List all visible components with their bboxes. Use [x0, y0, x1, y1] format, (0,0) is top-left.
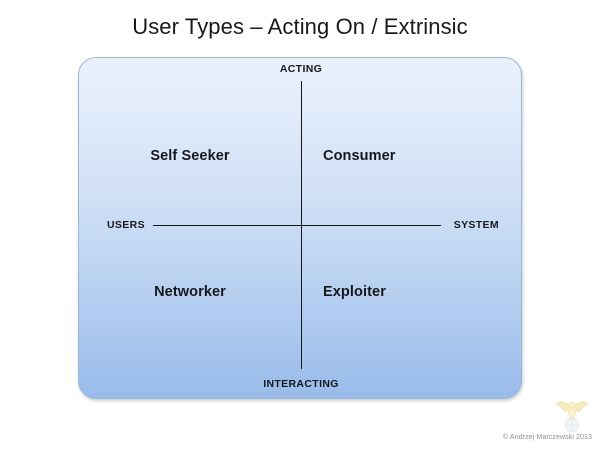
quadrant-label-networker: Networker [154, 284, 226, 300]
axis-label-users: USERS [107, 219, 145, 231]
quadrant-matrix-panel: ACTING INTERACTING USERS SYSTEM Self See… [78, 57, 522, 399]
quadrant-label-consumer: Consumer [323, 148, 396, 164]
horizontal-axis-line [153, 225, 441, 226]
axis-label-interacting: INTERACTING [263, 378, 339, 390]
quadrant-label-self-seeker: Self Seeker [150, 148, 230, 164]
page-title: User Types – Acting On / Extrinsic [132, 14, 468, 39]
quadrant-label-exploiter: Exploiter [323, 284, 386, 300]
axis-label-acting: ACTING [279, 63, 323, 75]
winged-figure-logo [553, 399, 591, 433]
copyright-text: © Andrzej Marczewski 2013 [503, 434, 592, 441]
axis-label-system: SYSTEM [453, 219, 499, 231]
